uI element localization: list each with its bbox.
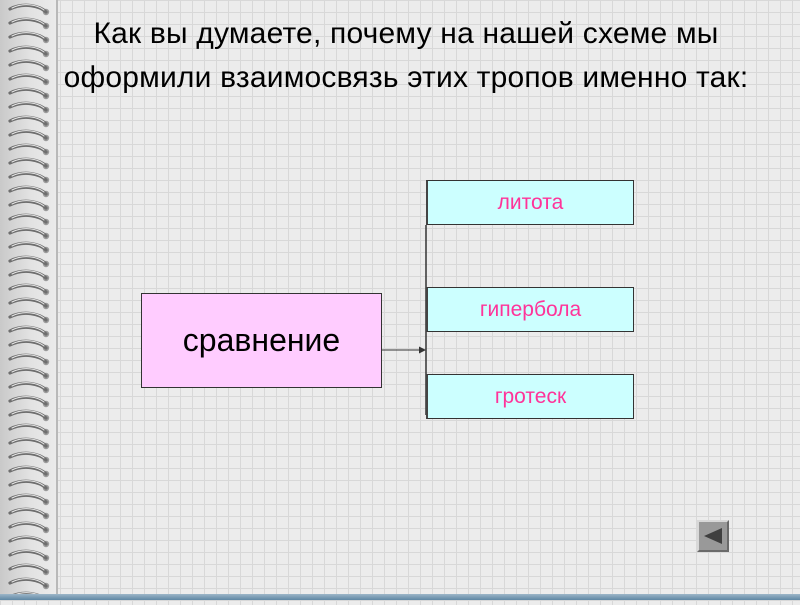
arrow-head: [419, 347, 426, 354]
node-hyperbole: гипербола: [426, 287, 634, 332]
node-litotes-label: литота: [498, 191, 564, 215]
bottom-band: [0, 594, 800, 600]
node-grotesque: гротеск: [426, 374, 634, 419]
node-comparison: сравнение: [141, 293, 382, 388]
back-button[interactable]: [697, 520, 729, 552]
node-litotes: литота: [426, 180, 634, 225]
node-hyperbole-label: гипербола: [480, 298, 581, 322]
triangle-left-icon: [702, 527, 724, 545]
node-grotesque-label: гротеск: [495, 385, 566, 409]
node-comparison-label: сравнение: [183, 322, 340, 359]
